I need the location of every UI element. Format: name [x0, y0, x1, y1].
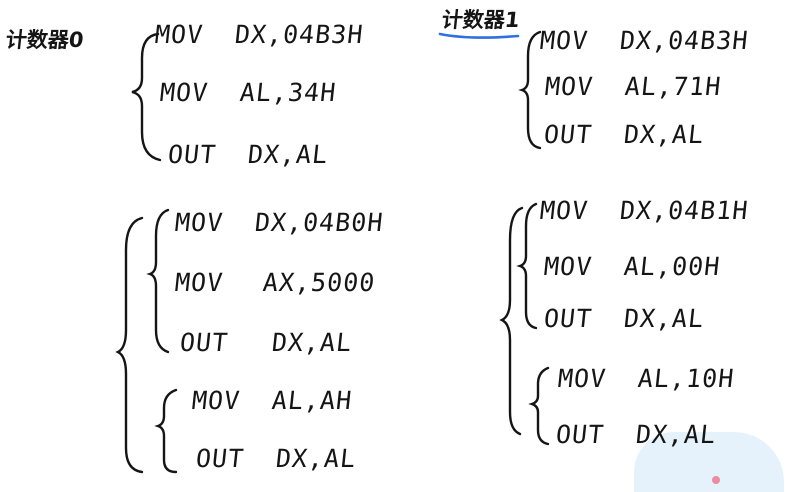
right-title: 计数器1: [440, 8, 521, 32]
left-g2-line3: OUT DX,AL: [178, 328, 353, 357]
op: MOV: [542, 252, 594, 281]
args: DX,AL: [274, 444, 358, 473]
right-g3-line2: OUT DX,AL: [554, 420, 717, 449]
op: MOV: [173, 268, 225, 297]
left-g1-line3: OUT DX,AL: [166, 140, 329, 169]
right-g2-line3: OUT DX,AL: [542, 304, 705, 333]
op: OUT: [554, 420, 606, 449]
title-underline: [438, 32, 520, 39]
left-g2-line1: MOV DX,04B0H: [173, 208, 384, 237]
args: AL,10H: [636, 364, 736, 393]
args: DX,AL: [622, 120, 706, 149]
left-g1-line1: MOV DX,04B3H: [153, 20, 364, 49]
args: DX,AL: [246, 140, 330, 169]
op: MOV: [153, 20, 205, 49]
args: DX,AL: [270, 328, 354, 357]
brace-right-outer: [499, 206, 524, 436]
right-g2-line2: MOV AL,00H: [542, 252, 721, 281]
decorative-sticker: [634, 432, 784, 492]
right-g1-line2: MOV AL,71H: [543, 72, 722, 101]
left-g1-line2: MOV AL,34H: [158, 78, 337, 107]
args: AL,00H: [622, 252, 722, 281]
decorative-dot: [712, 476, 720, 484]
args: AL,34H: [238, 78, 338, 107]
right-g1-line1: MOV DX,04B3H: [538, 26, 749, 55]
args: DX,AL: [634, 420, 718, 449]
brace-right-group1: [518, 30, 542, 150]
op: OUT: [542, 120, 594, 149]
args: AL,71H: [623, 72, 723, 101]
op: MOV: [538, 26, 590, 55]
op: MOV: [556, 364, 608, 393]
right-g2-line1: MOV DX,04B1H: [538, 196, 749, 225]
args: AL,AH: [270, 386, 354, 415]
brace-left-group2: [146, 208, 170, 354]
op: OUT: [178, 328, 230, 357]
args: AX,5000: [261, 268, 377, 297]
right-g3-line1: MOV AL,10H: [556, 364, 735, 393]
op: MOV: [173, 208, 225, 237]
right-g1-line3: OUT DX,AL: [542, 120, 705, 149]
left-g3-line2: OUT DX,AL: [194, 444, 357, 473]
op: MOV: [190, 386, 242, 415]
args: DX,04B1H: [618, 196, 750, 225]
brace-left-outer: [115, 216, 144, 474]
args: DX,04B3H: [233, 20, 365, 49]
op: MOV: [538, 196, 590, 225]
op: MOV: [543, 72, 595, 101]
left-g2-line2: MOV AX,5000: [173, 268, 376, 297]
brace-right-group2: [516, 202, 538, 330]
op: OUT: [194, 444, 246, 473]
op: OUT: [166, 140, 218, 169]
args: DX,AL: [622, 304, 706, 333]
args: DX,04B0H: [253, 208, 385, 237]
left-g3-line1: MOV AL,AH: [190, 386, 353, 415]
op: MOV: [158, 78, 210, 107]
brace-left-group1: [131, 32, 162, 162]
args: DX,04B3H: [618, 26, 750, 55]
brace-left-group3: [154, 388, 178, 474]
op: OUT: [542, 304, 594, 333]
brace-right-group3: [528, 366, 550, 446]
left-title: 计数器0: [4, 28, 85, 52]
